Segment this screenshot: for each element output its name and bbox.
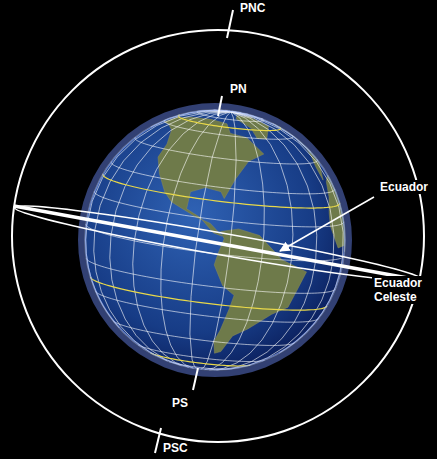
sphere-label: PSC bbox=[161, 441, 190, 455]
sphere-label: PNC bbox=[238, 1, 267, 15]
earth-globe bbox=[81, 106, 349, 374]
celestial-sphere bbox=[12, 30, 424, 442]
equator-plane-line bbox=[14, 206, 424, 281]
equator-leader bbox=[280, 197, 374, 251]
continent bbox=[158, 117, 264, 236]
tropic-line bbox=[90, 277, 327, 310]
globe-rim bbox=[85, 110, 345, 370]
sphere-label: Ecuador bbox=[378, 180, 430, 194]
tropic-line bbox=[178, 115, 281, 131]
celestial-equator-ring bbox=[13, 197, 425, 291]
sphere-label: PN bbox=[228, 82, 249, 96]
sphere-label: PS bbox=[170, 396, 190, 410]
south-pole-tick bbox=[193, 368, 198, 390]
north-pole-tick bbox=[218, 96, 222, 116]
north-celestial-pole-tick bbox=[227, 10, 233, 38]
ocean bbox=[85, 110, 345, 370]
graticule bbox=[86, 110, 344, 370]
continent bbox=[273, 123, 324, 180]
sphere-label: Ecuador Celeste bbox=[372, 276, 434, 304]
atmosphere-glow bbox=[81, 106, 349, 374]
tropic-line bbox=[103, 174, 340, 208]
